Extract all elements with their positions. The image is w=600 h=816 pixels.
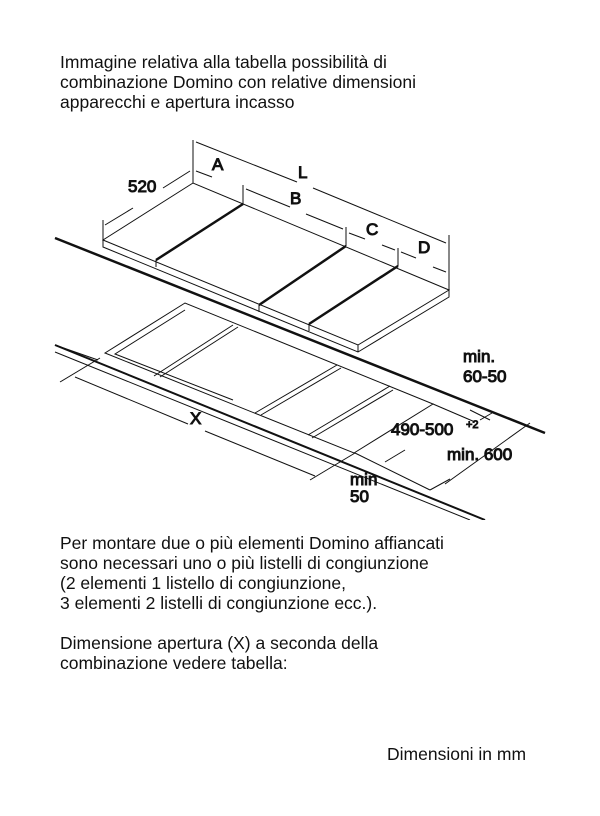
intro-text: Immagine relativa alla tabella possibili… (60, 52, 416, 112)
label-b: B (290, 189, 301, 208)
dimension-note-line: Dimensione apertura (X) a seconda della (60, 633, 379, 653)
intro-line: apparecchi e apertura incasso (60, 92, 295, 112)
label-min-back: min. (463, 347, 495, 366)
label-60-50: 60-50 (463, 367, 506, 386)
installation-note: Per montare due o più elementi Domino af… (60, 533, 444, 613)
counter-front-edge-inner (54, 351, 471, 520)
units-text: Dimensioni in mm (387, 744, 527, 764)
label-l: L (298, 163, 307, 182)
counter-front-edge (54, 344, 486, 520)
label-min-front: min (350, 470, 377, 489)
dimension-lines-top (102, 140, 450, 290)
diagram-labels: 520 A L B C D min. 60-50 X 490-500 +2 mi… (128, 155, 513, 507)
cutout-frame (103, 302, 435, 454)
intro-line: combinazione Domino con relative dimensi… (60, 72, 417, 92)
note-line: 3 elementi 2 listelli di congiunzione ec… (60, 593, 378, 613)
domino-installation-diagram: 520 A L B C D min. 60-50 X 490-500 +2 mi… (54, 140, 546, 520)
units-note: Dimensioni in mm (387, 744, 526, 764)
label-min-600: min. 600 (447, 445, 512, 464)
label-490-500: 490-500 (391, 420, 453, 439)
label-a: A (212, 155, 224, 174)
intro-line: Immagine relativa alla tabella possibili… (60, 52, 387, 72)
label-50: 50 (350, 487, 369, 506)
note-line: Per montare due o più elementi Domino af… (60, 533, 444, 553)
label-c: C (366, 220, 378, 239)
dimension-lines-bottom (59, 357, 531, 491)
note-line: (2 elementi 1 listello di congiunzione, (60, 573, 346, 593)
hob-modules (101, 182, 451, 353)
label-d: D (418, 238, 430, 257)
dimension-note: Dimensione apertura (X) a seconda della … (60, 633, 378, 673)
countertop-edge (54, 236, 546, 435)
note-line: sono necessari uno o più listelli di con… (60, 553, 429, 573)
label-x: X (190, 409, 201, 428)
label-tolerance: +2 (466, 419, 479, 431)
counter-line (54, 344, 99, 361)
label-520: 520 (128, 177, 156, 196)
dimension-note-line: combinazione vedere tabella: (60, 653, 288, 673)
